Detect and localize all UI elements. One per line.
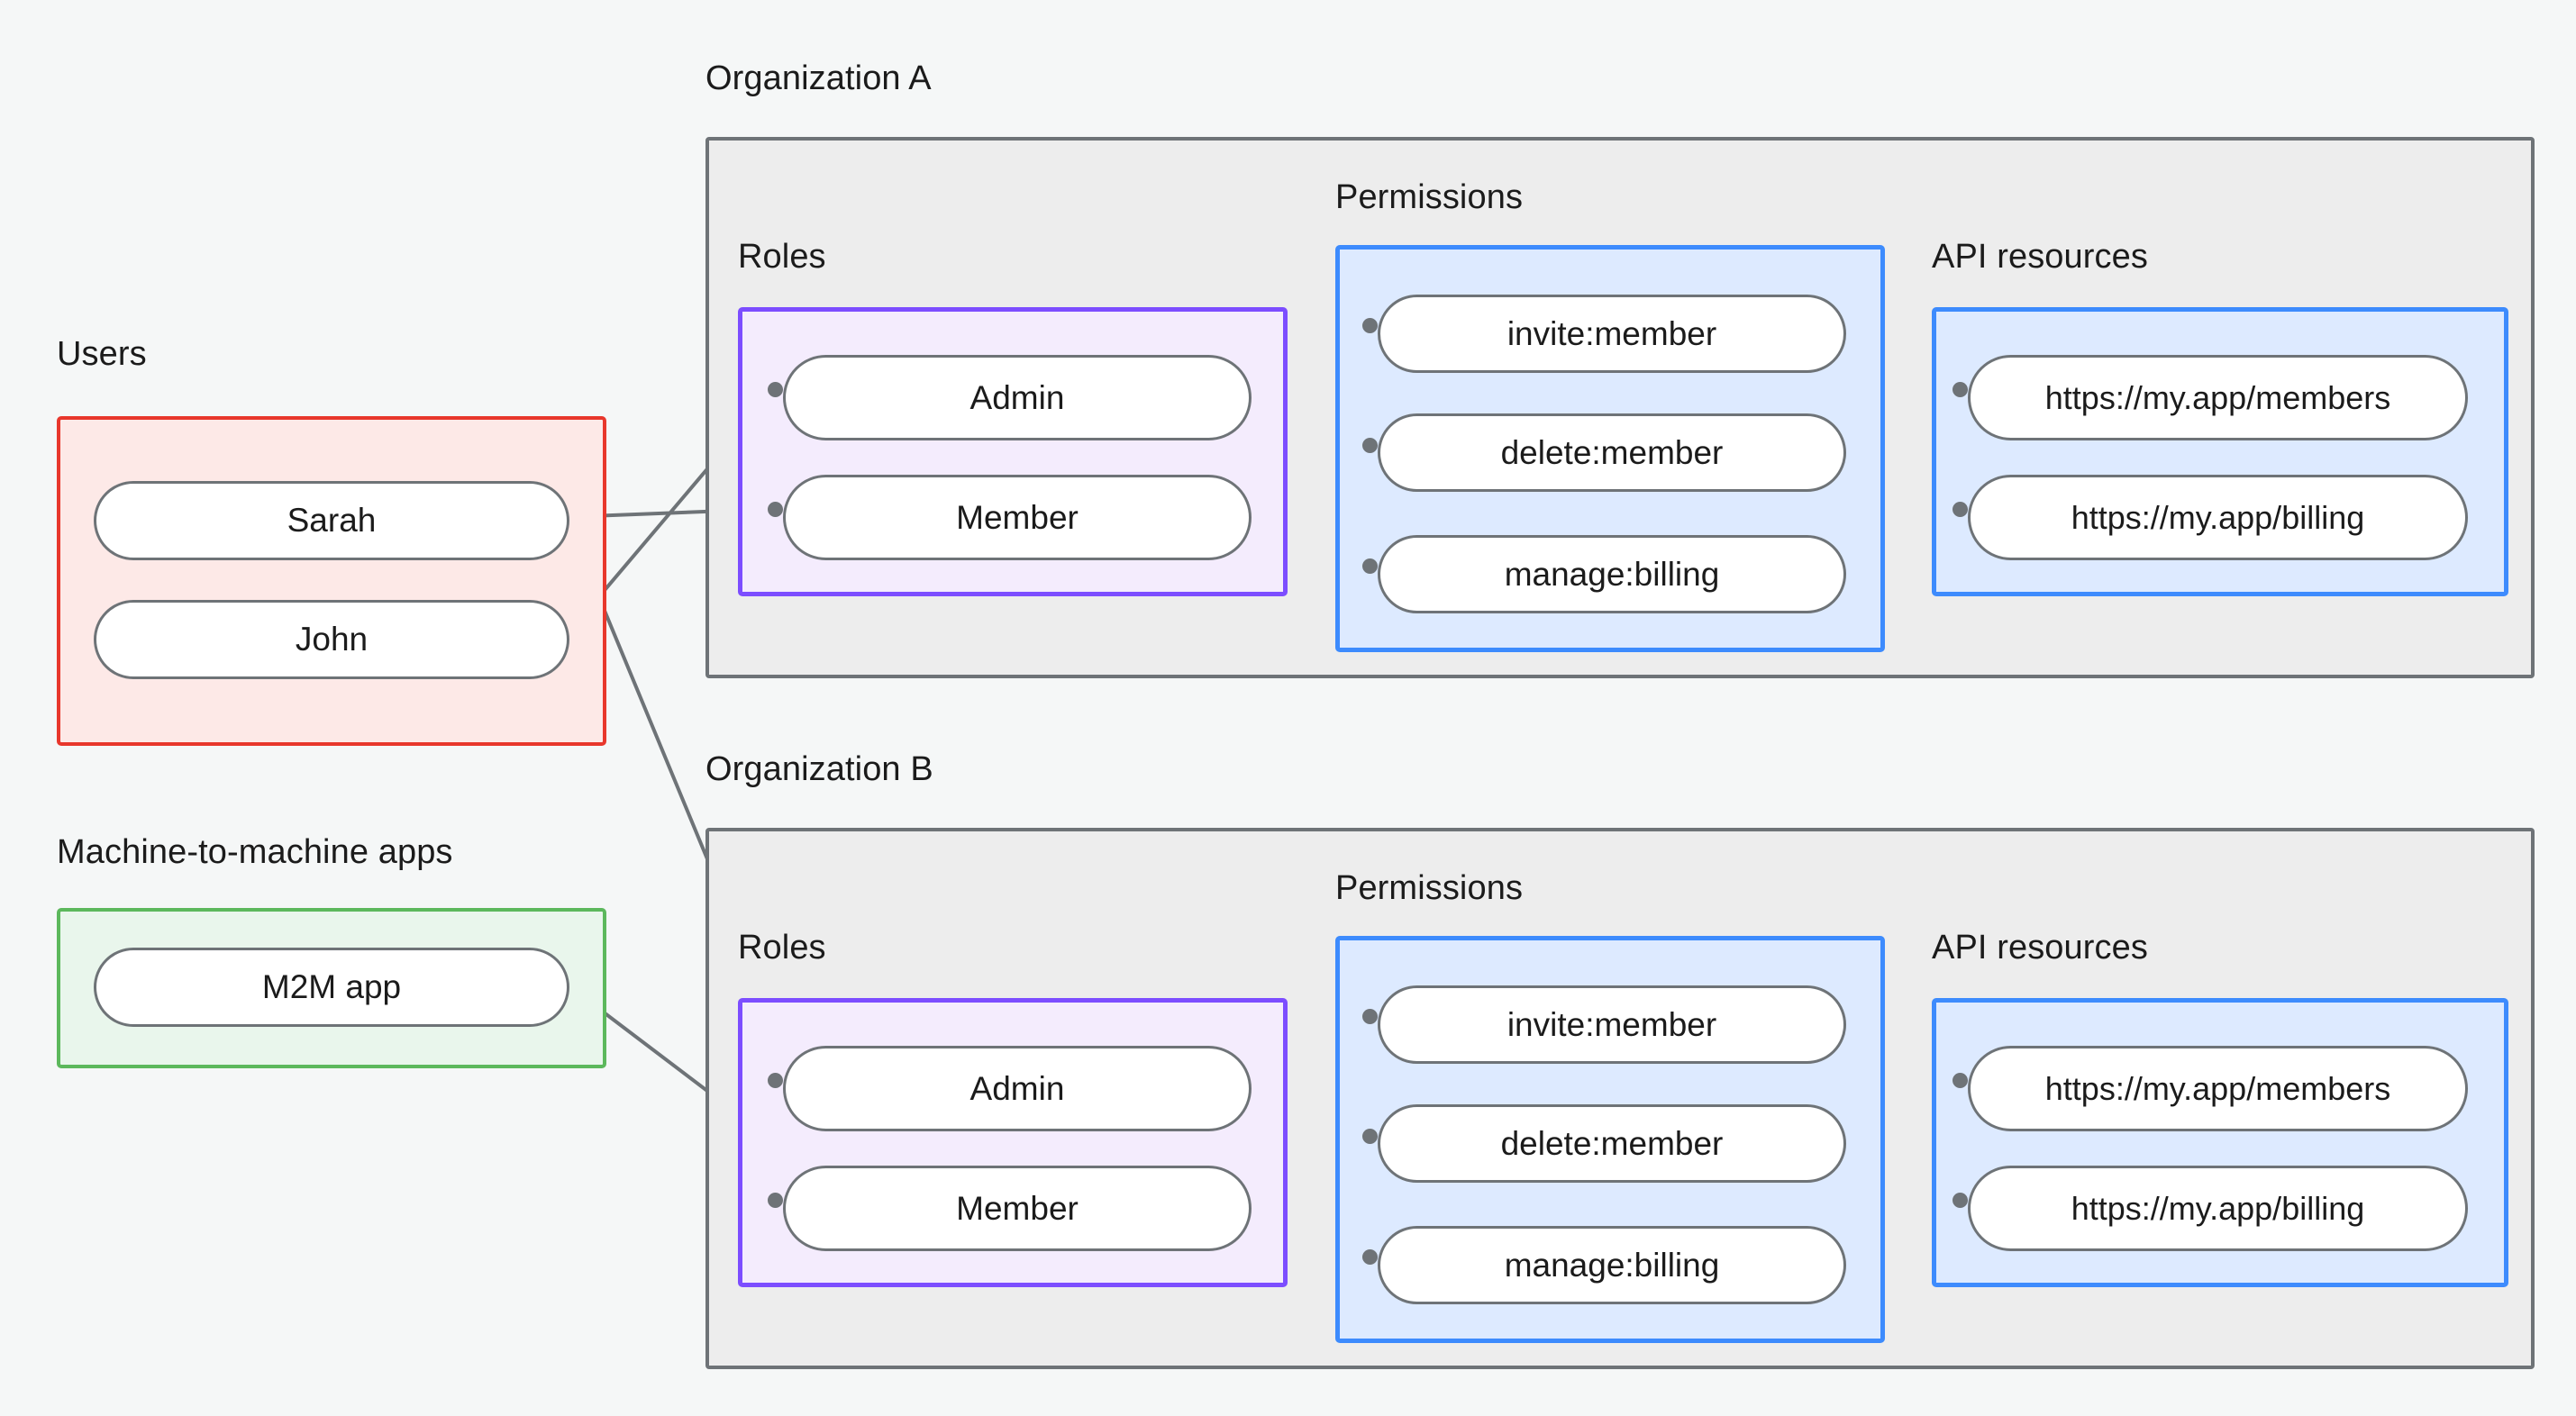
connector-dot-orgB-members-in [1952,1073,1968,1088]
user-node-john[interactable]: John [94,600,569,679]
orgA-api-resources-box: https://my.app/members https://my.app/bi… [1932,307,2508,596]
connector-dot-orgA-billing-in [1362,558,1378,574]
connector-dot-orgB-delete-in [1362,1129,1378,1144]
users-group-box: Sarah John [57,416,606,746]
orgB-api-resource-members[interactable]: https://my.app/members [1968,1046,2468,1131]
orgA-permission-invite-member[interactable]: invite:member [1378,295,1846,373]
orgA-roles-label: Roles [738,238,826,276]
m2m-node-app[interactable]: M2M app [94,948,569,1027]
orgB-permission-manage-billing[interactable]: manage:billing [1378,1226,1846,1304]
connector-dot-orgA-delete-in [1362,438,1378,453]
orgB-roles-label: Roles [738,929,826,967]
orgB-permissions-label: Permissions [1335,869,1524,907]
orgB-permission-invite-member[interactable]: invite:member [1378,985,1846,1064]
organization-b-label: Organization B [705,750,933,788]
connector-dot-orgA-billingurl-in [1952,502,1968,517]
connector-dot-orgB-billingurl-in [1952,1193,1968,1208]
orgA-role-admin[interactable]: Admin [783,355,1252,440]
orgB-roles-box: Admin Member [738,998,1288,1287]
orgA-api-resources-label: API resources [1932,238,2148,276]
orgB-role-member[interactable]: Member [783,1166,1252,1251]
organization-a-label: Organization A [705,59,932,97]
connector-dot-orgA-admin-in [768,382,783,397]
orgB-role-admin[interactable]: Admin [783,1046,1252,1131]
orgA-roles-box: Admin Member [738,307,1288,596]
orgA-api-resource-billing[interactable]: https://my.app/billing [1968,475,2468,560]
m2m-group-box: M2M app [57,908,606,1068]
connector-dot-orgB-billing-in [1362,1249,1378,1265]
orgA-api-resource-members[interactable]: https://my.app/members [1968,355,2468,440]
connector-dot-orgA-members-in [1952,382,1968,397]
connector-dot-orgB-member-in [768,1193,783,1208]
orgA-permission-delete-member[interactable]: delete:member [1378,413,1846,492]
connector-dot-orgA-invite-in [1362,318,1378,333]
connector-dot-orgA-member-in [768,502,783,517]
connector-dot-orgB-invite-in [1362,1009,1378,1024]
orgA-permissions-label: Permissions [1335,178,1524,216]
user-node-sarah[interactable]: Sarah [94,481,569,560]
orgB-api-resource-billing[interactable]: https://my.app/billing [1968,1166,2468,1251]
orgA-permission-manage-billing[interactable]: manage:billing [1378,535,1846,613]
organization-a-box: Roles Admin Member Permissions invite:me… [705,137,2535,678]
orgB-api-resources-label: API resources [1932,929,2148,967]
m2m-group-label: Machine-to-machine apps [57,833,453,871]
orgB-api-resources-box: https://my.app/members https://my.app/bi… [1932,998,2508,1287]
users-group-label: Users [57,335,147,373]
orgA-permissions-box: invite:member delete:member manage:billi… [1335,245,1885,652]
orgB-permission-delete-member[interactable]: delete:member [1378,1104,1846,1183]
connector-dot-orgB-admin-in [768,1073,783,1088]
orgB-permissions-box: invite:member delete:member manage:billi… [1335,936,1885,1343]
orgA-role-member[interactable]: Member [783,475,1252,560]
organization-b-box: Roles Admin Member Permissions invite:me… [705,828,2535,1369]
